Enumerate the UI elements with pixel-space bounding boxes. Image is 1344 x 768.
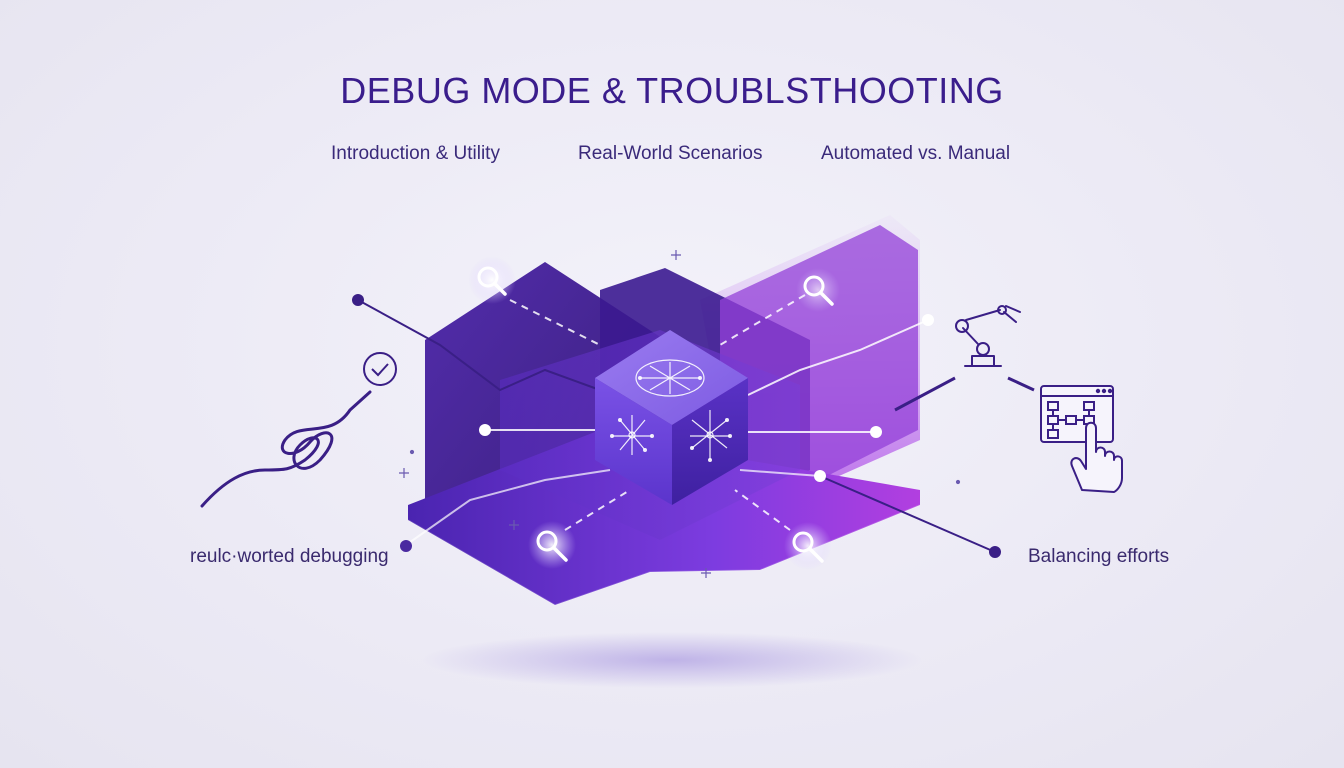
page-title: DEBUG MODE & TROUBLSTHOOTING — [340, 70, 1004, 111]
label-right: Balancing efforts — [1028, 546, 1170, 567]
subtitle-real-world: Real-World Scenarios — [578, 143, 763, 164]
magnifier-icon — [528, 521, 576, 569]
subtitle-automated: Automated vs. Manual — [821, 143, 1011, 164]
pointer-hand-icon — [1070, 421, 1123, 493]
connector-lines — [357, 294, 1035, 553]
magnifier-icon — [784, 522, 832, 570]
label-left: reulc·worted debugging — [190, 546, 389, 567]
magnifier-icon — [796, 268, 840, 312]
circuit-cube-icon — [595, 330, 748, 505]
flowchart-window-icon — [1040, 385, 1114, 443]
subtitle-introduction: Introduction & Utility — [331, 143, 500, 164]
tangled-path-icon — [200, 390, 372, 508]
connector-nodes — [352, 294, 1001, 558]
sparkles — [399, 250, 961, 578]
floor-shadow — [422, 632, 922, 688]
magnifier-icon — [468, 256, 516, 304]
check-circle-icon — [363, 352, 397, 386]
robot-arm-icon — [955, 305, 1021, 367]
